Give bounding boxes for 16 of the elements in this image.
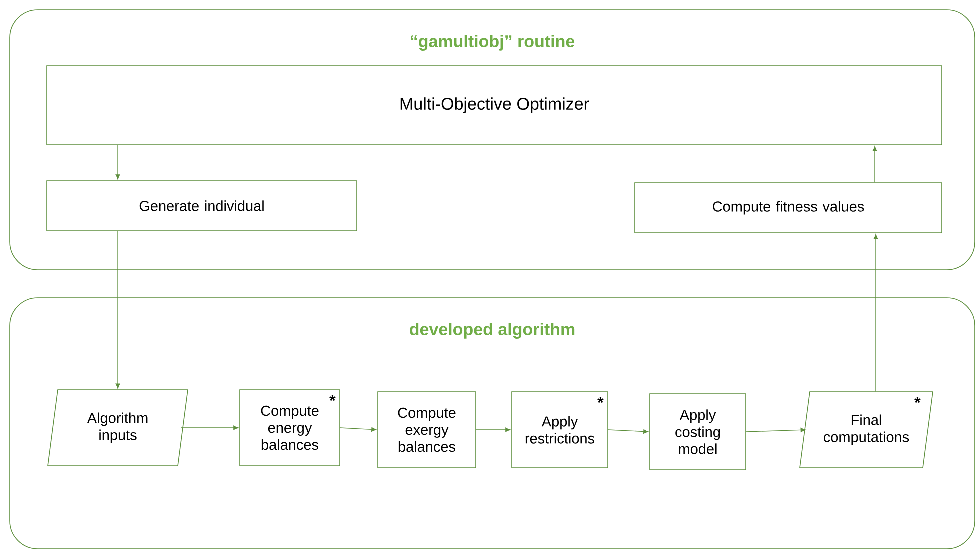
arrow: [874, 234, 878, 392]
process-box: Apply restrictions *: [512, 392, 608, 468]
process-box: Compute energy balances *: [240, 390, 340, 466]
process-box: Compute fitness values: [634, 182, 942, 234]
arrow: [608, 430, 649, 434]
arrow: [872, 146, 878, 183]
arrow: [116, 231, 120, 389]
arrow: [180, 426, 239, 430]
process-box: Apply costing model: [650, 394, 746, 470]
process-box: Compute exergy balances: [378, 392, 476, 468]
process-box: Generate individual: [46, 180, 358, 232]
arrow: [116, 145, 120, 180]
process-box: Multi-Objective Optimizer: [46, 66, 942, 146]
arrow: [476, 428, 511, 432]
arrow: [340, 427, 377, 432]
arrow: [746, 428, 806, 432]
